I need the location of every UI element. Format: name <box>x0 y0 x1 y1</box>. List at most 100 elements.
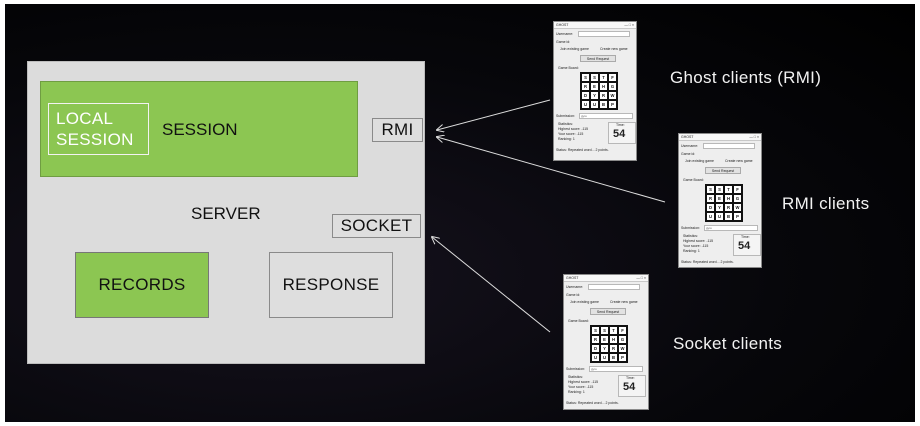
board-cell: U <box>706 212 715 221</box>
session-block <box>40 81 358 177</box>
username-field[interactable] <box>703 143 755 149</box>
status-line: Status: Repeated word... 2 points. <box>556 148 609 152</box>
board-cell: B <box>724 212 733 221</box>
rmi-interface-box: RMI <box>372 118 423 142</box>
local-session-label-2: SESSION <box>56 130 134 149</box>
join-game-radio[interactable]: Join existing game <box>560 47 589 51</box>
time-value: 54 <box>623 381 636 393</box>
window-title: GHOST <box>681 135 694 139</box>
game-board-label: Game Board: <box>568 319 589 323</box>
board-cell: S <box>591 326 600 335</box>
board-cell: F <box>608 73 617 82</box>
create-game-radio[interactable]: Create new game <box>600 47 628 51</box>
create-game-radio[interactable]: Create new game <box>610 300 638 304</box>
board-cell: Y <box>590 91 599 100</box>
submission-field[interactable]: gyro <box>579 113 633 119</box>
board-cell: E <box>590 82 599 91</box>
time-box <box>618 375 646 397</box>
board-cell: B <box>609 353 618 362</box>
socket-interface-box: SOCKET <box>332 214 421 238</box>
time-box <box>733 234 761 256</box>
time-value: 54 <box>738 240 751 252</box>
rmi-clients-label: RMI clients <box>782 194 870 213</box>
socket-label: SOCKET <box>340 216 413 235</box>
ranking: Ranking: 1 <box>558 137 575 141</box>
socket-client-window: GHOST — □ × Username: Game id: Join exis… <box>563 274 649 410</box>
local-session-block: LOCAL SESSION <box>48 103 149 155</box>
your-score: Your score: -115 <box>558 132 584 136</box>
board-cell: H <box>599 82 608 91</box>
board-cell: U <box>581 100 590 109</box>
board-cell: U <box>600 353 609 362</box>
submission-value: gyro <box>591 367 597 371</box>
window-title: GHOST <box>566 276 579 280</box>
game-board-label: Game Board: <box>683 178 704 182</box>
game-board-label: Game Board: <box>558 66 579 70</box>
server-label: SERVER <box>191 204 261 223</box>
board-cell: W <box>608 91 617 100</box>
game-id-label: Game id: <box>566 293 581 297</box>
board-cell: Y <box>600 344 609 353</box>
username-field[interactable] <box>588 284 640 290</box>
response-block: RESPONSE <box>269 252 393 318</box>
board-cell: E <box>600 335 609 344</box>
board-cell: R <box>581 82 590 91</box>
status-line: Status: Repeated word... 2 points. <box>681 260 734 264</box>
username-label: Username: <box>556 32 574 36</box>
board-cell: R <box>591 335 600 344</box>
send-request-label: Send Request <box>711 168 735 173</box>
send-request-button[interactable]: Send Request <box>580 55 616 62</box>
submission-field[interactable]: gyro <box>704 225 758 231</box>
status-line: Status: Repeated word... 2 points. <box>566 401 619 405</box>
board-cell: D <box>581 91 590 100</box>
ranking: Ranking: 1 <box>683 249 700 253</box>
create-game-radio[interactable]: Create new game <box>725 159 753 163</box>
highest-score: Highest score: -115 <box>568 380 599 384</box>
local-session-label-1: LOCAL <box>56 109 114 128</box>
board-cell: S <box>715 185 724 194</box>
board-cell: P <box>608 100 617 109</box>
your-score: Your score: -115 <box>568 385 594 389</box>
window-titlebar: GHOST — □ × <box>679 134 761 141</box>
board-cell: U <box>591 353 600 362</box>
board-cell: D <box>706 203 715 212</box>
window-controls[interactable]: — □ × <box>749 135 759 139</box>
send-request-button[interactable]: Send Request <box>705 167 741 174</box>
board-cell: U <box>590 100 599 109</box>
send-request-button[interactable]: Send Request <box>590 308 626 315</box>
window-title: GHOST <box>556 23 569 27</box>
game-id-label: Game id: <box>556 40 571 44</box>
time-value: 54 <box>613 128 626 140</box>
board-cell: E <box>715 194 724 203</box>
board-cell: R <box>706 194 715 203</box>
session-label: SESSION <box>162 120 238 139</box>
records-block: RECORDS <box>75 252 209 318</box>
username-label: Username: <box>566 285 584 289</box>
window-controls[interactable]: — □ × <box>624 23 634 27</box>
board-cell: R <box>724 203 733 212</box>
join-game-radio[interactable]: Join existing game <box>685 159 714 163</box>
board-cell: R <box>609 344 618 353</box>
submission-field[interactable]: gyro <box>589 366 643 372</box>
board-cell: S <box>600 326 609 335</box>
window-controls[interactable]: — □ × <box>636 276 646 280</box>
board-cell: Y <box>715 203 724 212</box>
board-cell: F <box>733 185 742 194</box>
submission-value: gyro <box>706 226 712 230</box>
board-cell: S <box>590 73 599 82</box>
board-cell: D <box>591 344 600 353</box>
rmi-client-to-rmi-arrow <box>437 137 666 203</box>
submission-label: Submission: <box>556 114 576 118</box>
ghost-to-rmi-arrow <box>437 99 551 130</box>
username-field[interactable] <box>578 31 630 37</box>
your-score: Your score: -115 <box>683 244 709 248</box>
join-game-radio[interactable]: Join existing game <box>570 300 599 304</box>
time-box <box>608 122 636 144</box>
username-label: Username: <box>681 144 699 148</box>
socket-clients-label: Socket clients <box>673 334 783 353</box>
board-cell: G <box>618 335 627 344</box>
board-cell: W <box>733 203 742 212</box>
